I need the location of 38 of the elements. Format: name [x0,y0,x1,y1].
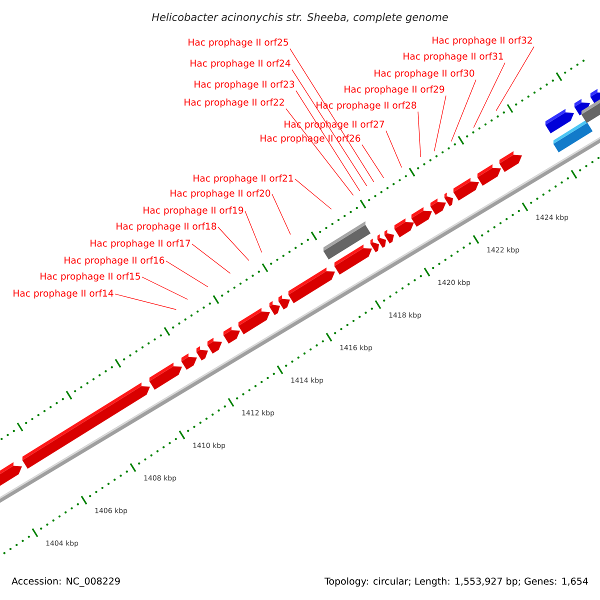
gene-label: Hac prophage II orf14 [14,290,114,298]
gene-label: Hac prophage II orf20 [170,190,270,198]
leader-line [434,95,446,152]
gene-label: Hac prophage II orf21 [194,174,293,184]
leader-line [473,62,506,128]
leader-line [114,294,176,310]
gene-label: Hac prophage II orf24 [190,60,290,68]
leader-line [192,244,231,274]
gene-label: Hac prophage II orf31 [404,52,503,62]
gene-label: Hac prophage II orf23 [194,80,294,90]
gene-label: Hac prophage II orf16 [64,256,164,266]
gene-label: Hac prophage II orf25 [188,38,288,48]
leader-line [386,130,402,168]
leader-line [286,108,354,196]
leader-line [142,276,188,300]
leader-line [218,226,250,261]
gene-label: Hac prophage II orf29 [344,86,444,94]
gene-label: Hac prophage II orf32 [432,36,532,46]
gene-label: Hac prophage II orf18 [116,222,216,232]
title: Helicobacter acinonychis str. Sheeba, complete genome [152,12,448,24]
leader-line [292,69,368,186]
footer-text: Topology: circular; Length: 1,553,927 bp; Genes: 1,654 [324,577,588,587]
leader-line [418,111,421,158]
leader-line [294,178,332,210]
leader-line [450,79,476,142]
leader-line [244,210,262,253]
leader-line [290,48,374,182]
gene-label: Hac prophage II orf19 [144,206,244,216]
gene-label: Hac prophage II orf15 [40,272,140,282]
footer-text: Accession: NC_008229 [12,577,120,587]
gene-label: Hac prophage II orf30 [374,70,474,78]
leader-line [272,194,291,235]
leader-line [362,144,384,178]
gene-label: Hac prophage II orf17 [90,240,190,248]
gene-label: Hac prophage II orf22 [184,98,284,108]
leader-line [496,46,534,112]
leader-line [296,90,360,192]
leader-line [166,260,208,288]
